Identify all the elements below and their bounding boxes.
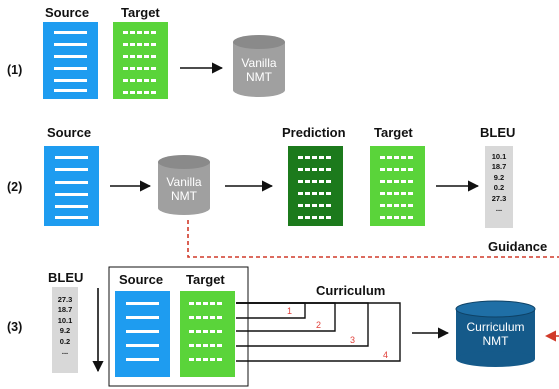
curriculum-step-1: 1 <box>287 306 293 316</box>
row2-bleu-label: BLEU <box>480 125 516 140</box>
curriculum-step-2: 2 <box>316 320 322 330</box>
row1-model-text: Vanilla NMT <box>233 56 285 84</box>
row3-index-label: (3) <box>7 320 23 334</box>
row2-bleu-bar <box>485 146 513 228</box>
row1-source-label: Source <box>45 5 90 20</box>
row2-bleu-scores: 10.1 18.7 9.2 0.2 27.3 ... <box>485 152 513 214</box>
row3-model-line2: NMT <box>482 334 509 348</box>
row3-score: 9.2 <box>59 326 71 336</box>
curriculum-label: Curriculum <box>316 283 386 298</box>
row3-source-label: Source <box>119 272 164 287</box>
row2-score: 27.3 <box>491 193 507 203</box>
row3-source-doc <box>115 291 170 377</box>
row1-target-doc <box>113 22 168 99</box>
curriculum-step-4: 4 <box>383 350 389 360</box>
row3-model-text: Curriculum NMT <box>456 320 535 348</box>
row1-vanilla-nmt-cylinder <box>233 35 285 97</box>
row3-target-doc <box>180 291 235 377</box>
row2-model-line2: NMT <box>171 189 197 203</box>
row3-score: 27.3 <box>57 295 73 304</box>
row3-pair-frame <box>108 266 249 387</box>
curriculum-step-3: 3 <box>350 335 356 345</box>
row2-score: ... <box>495 204 503 214</box>
row3-bleu-bar <box>52 287 78 373</box>
row2-target-label: Target <box>374 125 413 140</box>
row2-prediction-label: Prediction <box>282 125 346 140</box>
row2-vanilla-nmt-cylinder <box>158 155 210 215</box>
row2-score: 9.2 <box>493 172 505 182</box>
row3-score: 10.1 <box>57 315 73 325</box>
row1-model-line2: NMT <box>246 70 272 84</box>
row3-model-line1: Curriculum <box>466 320 525 334</box>
row1-index-label: (1) <box>7 63 23 77</box>
row1-target-label: Target <box>121 5 160 20</box>
row2-score: 0.2 <box>493 183 505 193</box>
row2-model-text: Vanilla NMT <box>158 175 210 203</box>
row3-score: 0.2 <box>59 336 71 346</box>
row2-source-doc <box>44 146 99 226</box>
row2-target-doc <box>370 146 425 226</box>
row2-score: 18.7 <box>491 162 507 172</box>
row1-source-doc <box>43 22 98 99</box>
guidance-line <box>187 220 559 258</box>
row3-bleu-scores: 27.3 18.7 10.1 9.2 0.2 ... <box>52 295 78 357</box>
row3-target-label: Target <box>186 272 225 287</box>
guidance-label: Guidance <box>488 239 548 254</box>
row3-score: 18.7 <box>57 305 73 315</box>
row2-score: 10.1 <box>491 152 507 161</box>
curriculum-brackets <box>236 302 401 362</box>
row2-index-label: (2) <box>7 180 23 194</box>
row1-model-line1: Vanilla <box>241 56 277 70</box>
row3-score: ... <box>61 347 69 357</box>
row2-prediction-doc <box>288 146 343 226</box>
row2-model-line1: Vanilla <box>166 175 202 189</box>
curriculum-nmt-cylinder <box>455 300 536 367</box>
row2-source-label: Source <box>47 125 92 140</box>
row3-bleu-label: BLEU <box>48 270 84 285</box>
